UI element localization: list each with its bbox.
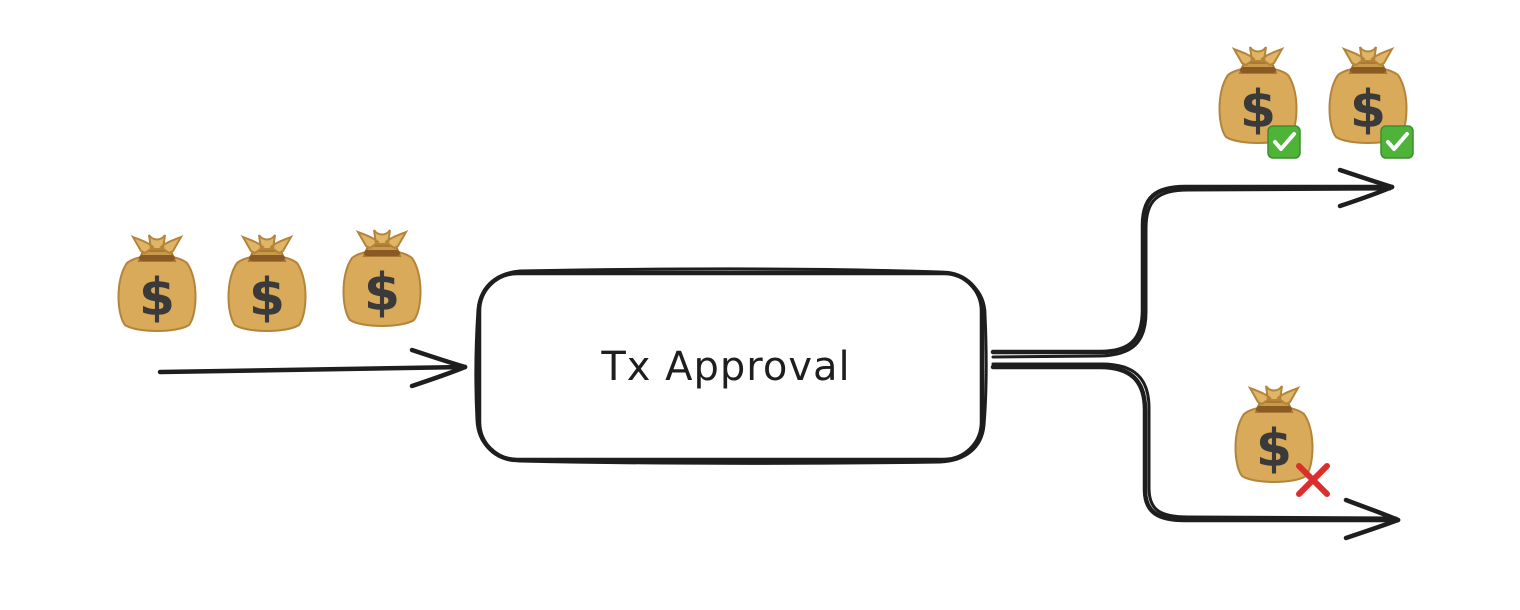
svg-text:$: $: [249, 268, 285, 328]
rejected-branch-arrow: [990, 362, 1401, 541]
money-bag-icon: $: [1234, 385, 1314, 483]
check-mark-icon: [1266, 124, 1302, 160]
svg-text:$: $: [1256, 419, 1292, 479]
tx-approval-label: Tx Approval: [600, 344, 850, 390]
svg-text:$: $: [364, 263, 400, 323]
rejected-money-bag: $: [1234, 385, 1330, 497]
money-bag-icon: $: [227, 234, 307, 332]
incoming-money-bags: $ $ $: [117, 229, 422, 332]
money-bag-icon: $: [342, 229, 422, 327]
money-bag-icon: $: [1328, 46, 1408, 144]
cross-mark-icon: [1296, 463, 1330, 497]
tx-approval-box: Tx Approval: [474, 267, 988, 465]
approved-branch-arrow: [990, 167, 1395, 359]
svg-text:$: $: [1350, 80, 1386, 140]
approved-money-bags: $ $: [1218, 46, 1415, 160]
svg-text:$: $: [139, 268, 175, 328]
money-bag-icon: $: [117, 234, 197, 332]
check-mark-icon: [1379, 124, 1415, 160]
incoming-arrow: [157, 347, 468, 389]
